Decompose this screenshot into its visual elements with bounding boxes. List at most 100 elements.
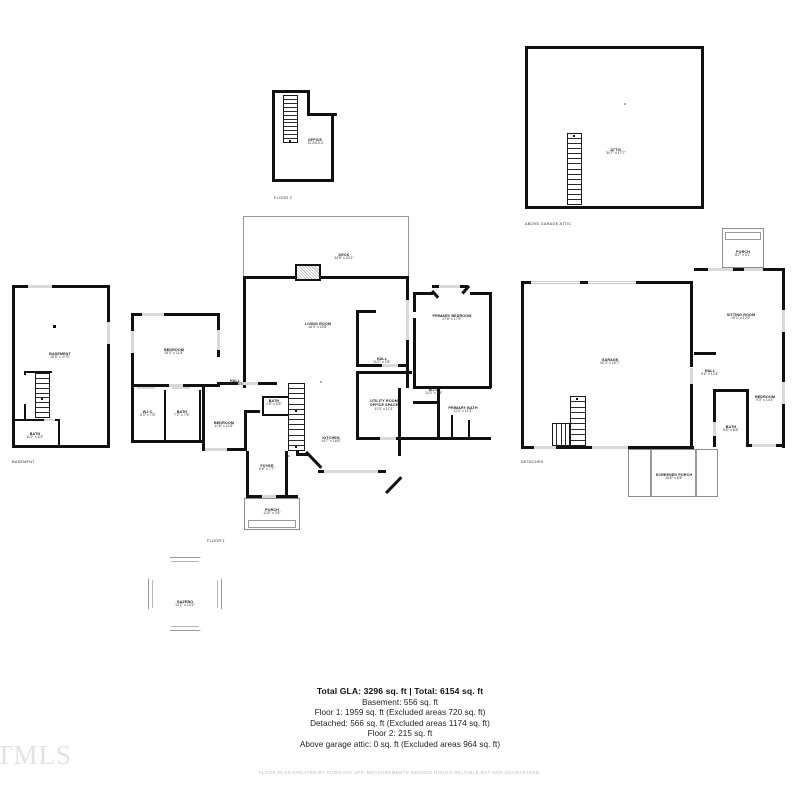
window-sitting-top-b <box>744 268 764 271</box>
wall-garage-left <box>521 281 524 449</box>
window-basement-right <box>107 322 110 344</box>
screened-porch-post-a <box>650 449 652 497</box>
room-label-attic: ATTIC 30'7" x 17'7" <box>606 148 626 156</box>
wall-foyer-left <box>246 451 249 498</box>
wall-wic-bottom <box>413 401 439 404</box>
wall-detached-divider-a <box>690 281 693 367</box>
wall-bath-det-left <box>713 389 716 447</box>
wall-primary-bath-bottom <box>413 437 491 440</box>
wall-sw-right <box>244 413 247 451</box>
stairs-garage-landing <box>552 423 570 446</box>
porch-ne-steps <box>725 232 761 240</box>
floor2-notch-mask <box>307 87 337 90</box>
wall-primary-right <box>489 292 492 388</box>
door-wic-nw <box>137 387 155 390</box>
room-label-hall-detached: HALL 9'6" x 14'4" <box>701 369 719 377</box>
room-label-bedroom-detached: BEDROOM 9'3" x 14'4" <box>754 395 776 403</box>
wall-primary-bev-a <box>432 285 439 288</box>
wall-nw-lower-bottom <box>131 440 202 443</box>
room-label-basement-bath: BATH 11'2" x 5'3" <box>26 432 44 440</box>
wall-garage-bottom-b <box>556 446 592 449</box>
room-label-sitting-room: SITTING ROOM 19'0" x 12'9" <box>726 313 756 321</box>
door-detached-divider <box>690 368 693 384</box>
wall-kitchen-corner <box>398 453 401 456</box>
disclaimer-text: FLOOR PLAN CREATED BY CUBICASA APP. MEAS… <box>258 770 542 775</box>
wall-hall-upper-left <box>356 310 359 366</box>
room-label-utility-office: UTILITY ROOM OFFICE SPACE 11'0" x 11'3" <box>369 399 399 411</box>
garage-open-b2 <box>592 446 628 449</box>
fixture-partition-a <box>451 415 453 437</box>
wall-primary-bevel-left <box>431 289 440 299</box>
wall-bath-det-right <box>746 389 749 447</box>
wall-garage-top-b <box>580 281 588 284</box>
room-label-primary-wic: W.I.C. 11'0" x 4'9" <box>425 388 443 396</box>
wall-kitchen-b2 <box>378 470 386 473</box>
wall-kitchen-b1 <box>318 470 324 473</box>
window-sw-bottom <box>205 448 227 451</box>
wall-garage-bottom-c <box>628 446 694 449</box>
floor2-notch <box>307 90 337 116</box>
wall-garage-top-a <box>521 281 531 284</box>
room-label-kitchen: KITCHEN 14'7" x 18'6" <box>321 436 341 444</box>
room-label-bath-nw: BATH 7'2" x 7'6" <box>174 410 190 418</box>
window-bedroom-det <box>752 444 776 447</box>
wall-basement-bath-right <box>58 419 61 448</box>
room-label-porch-ne: PORCH 8'2" x 3'1" <box>735 250 751 258</box>
wall-sitting-top-c <box>763 268 785 271</box>
wall-utility-top <box>356 371 412 374</box>
room-label-deck: DECK 34'8" x 20'1" <box>334 253 354 261</box>
summary-row-detached: Detached: 566 sq. ft (Excluded areas 117… <box>310 718 490 728</box>
section-caption-above-garage-attic: ABOVE GARAGE ATTIC <box>525 222 572 226</box>
room-label-bath-detached: BATH 5'6" x 8'8" <box>723 425 739 433</box>
wall-kitchen-bevel-se <box>385 476 403 495</box>
door-bath-det <box>713 422 716 436</box>
room-label-primary-bedroom: PRIMARY BEDROOM 17'8" x 17'9" <box>432 314 472 322</box>
wall-living-top-b <box>321 276 409 279</box>
window-nw-right <box>217 330 220 350</box>
wall-detached-right <box>782 268 785 448</box>
wall-primary-top-a <box>413 292 433 295</box>
wall-detached-divider-b <box>690 384 693 446</box>
wall-basement-bath-top <box>12 419 60 422</box>
summary-row-floor-2: Floor 2: 215 sq. ft <box>367 729 433 738</box>
fixture-partition-b <box>468 420 470 437</box>
room-label-screened-porch: SCREENED PORCH 16'8" x 8'8" <box>655 473 693 481</box>
porch-front-steps <box>248 520 296 528</box>
summary-row-above-garage-attic: Above garage attic: 0 sq. ft (Excluded a… <box>299 739 501 749</box>
wall-basement-stair-top <box>24 371 52 373</box>
wall-kitchen-bottom-a <box>296 453 308 456</box>
wall-living-left <box>243 278 246 388</box>
wall-bath-center-left <box>262 396 265 416</box>
wall-hall-upper-top <box>356 310 376 313</box>
room-label-primary-bath: PRIMARY BATH 11'0" x 11'3" <box>448 406 478 414</box>
window-primary-bedroom <box>437 285 462 288</box>
window-nw-left <box>131 331 134 353</box>
room-label-basement: BASEMENT 18'5" x 27'5" <box>49 352 71 360</box>
room-label-porch-front: PORCH 11'8" x 3'8" <box>263 508 281 516</box>
wall-detached-hall-top <box>694 352 716 355</box>
door-utility <box>380 437 396 440</box>
wall-hall-nw-seg <box>243 385 246 388</box>
wall-nw-top <box>131 313 220 316</box>
watermark-tmls: TMLS <box>0 740 73 770</box>
stairs-attic <box>567 133 582 205</box>
total-gla-line: Total GLA: 3296 sq. ft | Total: 6154 sq.… <box>316 686 484 696</box>
screened-porch-post-b <box>695 449 697 497</box>
window-detached-right-a <box>782 310 785 332</box>
garage-door-top-b <box>588 281 638 284</box>
room-label-bedroom-nw: BEDROOM 15'3" x 11'8" <box>163 348 185 356</box>
wall-foyer-right <box>285 451 288 498</box>
deck-outline <box>243 216 409 278</box>
attic-outline <box>525 46 704 209</box>
wall-wic-nw-right <box>164 390 167 442</box>
garage-door-top-a <box>531 281 583 284</box>
wall-bath-nw-right <box>199 390 202 442</box>
room-label-bedroom-sw: BEDROOM 11'8" x 11'8" <box>213 421 235 429</box>
wall-garage-bottom-a <box>521 446 534 449</box>
window-basement-top <box>28 285 52 288</box>
stair-direction-marker-attic <box>573 135 575 137</box>
window-kitchen-bay <box>320 470 382 473</box>
room-label-gazebo: GAZEBO 13'2" x 13'2" <box>175 600 195 608</box>
room-label-office: OFFICE 13.2x13.4 <box>307 138 323 146</box>
